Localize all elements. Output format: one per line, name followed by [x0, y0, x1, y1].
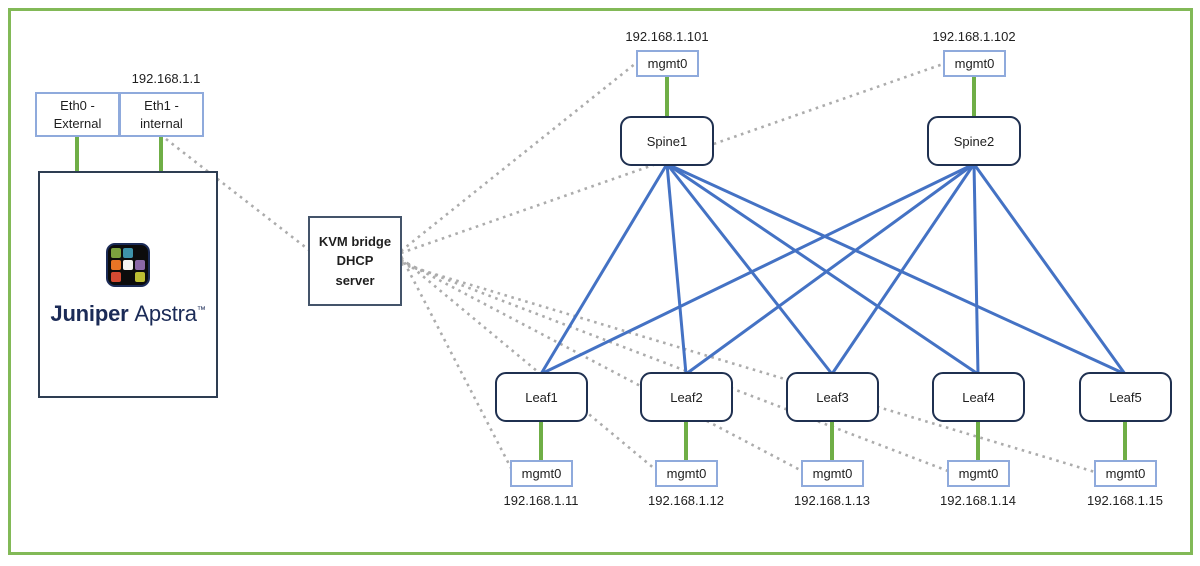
- port-links: [75, 77, 1127, 460]
- kvm-label-line1: KVM bridge: [318, 233, 392, 249]
- brand-juniper: Juniper: [50, 300, 129, 326]
- brand-apstra: Apstra: [134, 300, 197, 326]
- leaf2-ip-label: 192.168.1.12: [648, 493, 724, 508]
- eth1-label-line1: Eth1 -: [144, 97, 179, 113]
- kvm-label-line3: server: [335, 272, 375, 288]
- leaf1-node: Leaf1: [495, 372, 588, 422]
- leaf1-mgmt0-port: mgmt0: [510, 460, 573, 487]
- leaf4-ip-label: 192.168.1.14: [940, 493, 1016, 508]
- fabric-links: [539, 162, 1127, 376]
- spine1-mgmt0-port: mgmt0: [636, 50, 699, 77]
- leaf1-ip-label: 192.168.1.11: [503, 493, 579, 508]
- eth0-label-line1: Eth0 -: [60, 97, 95, 113]
- juniper-apstra-wordmark: Juniper Apstra™: [50, 301, 205, 327]
- mgmt-dotted-links: [165, 61, 1096, 474]
- leaf3-ip-label: 192.168.1.13: [794, 493, 870, 508]
- spine1-ip-label: 192.168.1.101: [625, 29, 709, 44]
- eth1-label-line2: internal: [140, 115, 183, 131]
- leaf5-node: Leaf5: [1079, 372, 1172, 422]
- spine2-node: Spine2: [927, 116, 1021, 166]
- eth1-internal-port: Eth1 - internal: [119, 92, 204, 137]
- juniper-apstra-branding: Juniper Apstra™: [50, 242, 206, 327]
- juniper-apstra-server: Juniper Apstra™: [38, 171, 218, 398]
- leaf2-node: Leaf2: [640, 372, 733, 422]
- spine2-ip-label: 192.168.1.102: [932, 29, 1016, 44]
- apstra-logo-icon: [106, 242, 150, 287]
- spine2-mgmt0-port: mgmt0: [943, 50, 1006, 77]
- eth0-external-port: Eth0 - External: [35, 92, 120, 137]
- leaf3-mgmt0-port: mgmt0: [801, 460, 864, 487]
- eth0-label-line2: External: [53, 115, 102, 131]
- leaf4-node: Leaf4: [932, 372, 1025, 422]
- trademark-symbol: ™: [196, 304, 206, 315]
- leaf4-mgmt0-port: mgmt0: [947, 460, 1010, 487]
- apstra-ip-label: 192.168.1.1: [131, 71, 201, 86]
- diagram-border: [8, 8, 1193, 555]
- leaf3-node: Leaf3: [786, 372, 879, 422]
- kvm-bridge-dhcp-server: KVM bridge DHCP server: [308, 216, 402, 306]
- kvm-label-line2: DHCP: [336, 253, 374, 269]
- spine1-node: Spine1: [620, 116, 714, 166]
- leaf2-mgmt0-port: mgmt0: [655, 460, 718, 487]
- leaf5-ip-label: 192.168.1.15: [1087, 493, 1163, 508]
- leaf5-mgmt0-port: mgmt0: [1094, 460, 1157, 487]
